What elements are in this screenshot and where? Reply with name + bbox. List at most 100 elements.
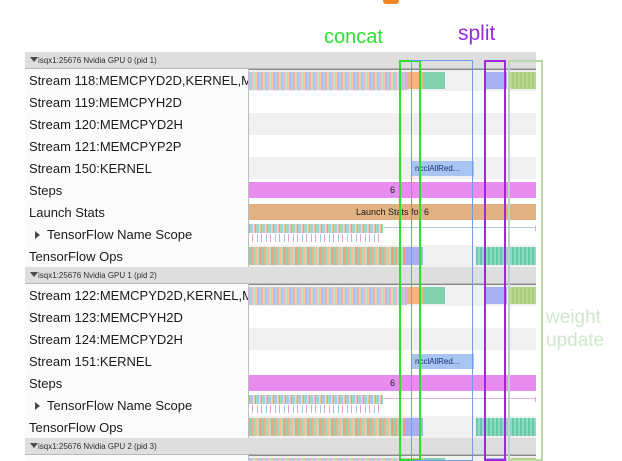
- annotation-label-weight-update: weight update: [546, 306, 604, 352]
- panel-divider: [248, 91, 249, 113]
- track-label: TensorFlow Ops: [25, 245, 248, 267]
- track-row[interactable]: Stream 150:KERNEL ncclAllRed...: [25, 157, 536, 179]
- steps-bar[interactable]: [249, 182, 536, 198]
- name-scope-subblocks[interactable]: [249, 405, 383, 413]
- steps-bar-label: 6: [389, 185, 395, 195]
- ops-block-split[interactable]: [405, 247, 423, 265]
- chevron-down-icon[interactable]: [30, 443, 38, 448]
- track-row[interactable]: Stream 151:KERNEL ncclAllRed...: [25, 350, 536, 372]
- name-scope-blocks[interactable]: [249, 395, 383, 404]
- launch-stats-bar-label: Launch Stats for 6: [355, 207, 430, 217]
- track-label: Steps: [25, 372, 248, 394]
- track-row[interactable]: Stream 123:MEMCPYH2D: [25, 306, 536, 328]
- ops-block-split[interactable]: [405, 418, 423, 436]
- track-row[interactable]: TensorFlow Ops: [25, 245, 536, 267]
- track-lane[interactable]: [249, 416, 536, 438]
- track-label: Stream 122:MEMCPYD2D,KERNEL,MI: [25, 284, 248, 306]
- chevron-right-icon[interactable]: [35, 402, 40, 410]
- track-row[interactable]: Stream 124:MEMCPYD2H: [25, 328, 536, 350]
- track-lane[interactable]: Launch Stats for 6: [249, 201, 536, 223]
- name-scope-blocks[interactable]: [249, 224, 383, 233]
- track-lane[interactable]: ncclAllRed...: [249, 350, 536, 372]
- timeline-block-weight-update[interactable]: [508, 287, 536, 304]
- track-lane[interactable]: ncclAllRed...: [249, 157, 536, 179]
- panel-divider: [248, 416, 249, 438]
- track-lane[interactable]: [249, 91, 536, 113]
- timeline-block-split[interactable]: [485, 72, 507, 89]
- panel-divider: [248, 328, 249, 350]
- track-lane[interactable]: 6: [249, 179, 536, 201]
- panel-divider: [248, 245, 249, 267]
- timeline-block[interactable]: [407, 287, 423, 304]
- track-lane[interactable]: [249, 284, 536, 306]
- timeline-blocks[interactable]: [249, 458, 407, 461]
- ops-blocks[interactable]: [249, 247, 405, 265]
- panel-divider: [248, 394, 249, 416]
- track-label: Stream 120:MEMCPYD2H: [25, 113, 248, 135]
- track-label-name-scope[interactable]: TensorFlow Name Scope: [25, 223, 248, 245]
- timeline-block[interactable]: [407, 72, 423, 89]
- track-lane[interactable]: [249, 306, 536, 328]
- track-lane[interactable]: [249, 394, 536, 416]
- chevron-down-icon[interactable]: [30, 57, 38, 62]
- chevron-down-icon[interactable]: [30, 272, 38, 277]
- track-lane[interactable]: [249, 455, 536, 461]
- track-row[interactable]: Steps 6: [25, 179, 536, 201]
- group-header-label: isqx1:25676 Nvidia GPU 1 (pid 2): [38, 270, 157, 280]
- track-row[interactable]: TensorFlow Name Scope: [25, 223, 536, 245]
- track-label-name-scope[interactable]: TensorFlow Name Scope: [25, 394, 248, 416]
- track-row[interactable]: Steps 6: [25, 372, 536, 394]
- nccl-allreduce-block[interactable]: ncclAllRed...: [412, 161, 474, 176]
- track-lane[interactable]: [249, 223, 536, 245]
- track-label: Stream 124:MEMCPYD2H: [25, 328, 248, 350]
- ops-block-weight-update[interactable]: [476, 418, 536, 436]
- trace-viewer-panel[interactable]: isqx1:25676 Nvidia GPU 0 (pid 1) Stream …: [25, 52, 536, 461]
- steps-bar[interactable]: [249, 375, 536, 391]
- name-scope-thin-span[interactable]: [383, 398, 535, 399]
- track-label: Stream 151:KERNEL: [25, 350, 248, 372]
- track-row[interactable]: Stream 118:MEMCPYD2D,KERNEL,ME: [25, 69, 536, 91]
- track-label: Stream 118:MEMCPYD2D,KERNEL,ME: [25, 69, 248, 91]
- name-scope-thin-span[interactable]: [383, 227, 535, 228]
- track-label: Stream 126:MEMCPYD2D,KERNEL,MI: [25, 455, 248, 461]
- group-header-gpu2[interactable]: isqx1:25676 Nvidia GPU 2 (pid 3): [25, 438, 536, 455]
- name-scope-tail-blocks[interactable]: [535, 226, 536, 231]
- timeline-block-split[interactable]: [485, 287, 507, 304]
- track-row[interactable]: TensorFlow Name Scope: [25, 394, 536, 416]
- annotation-label-split: split: [458, 22, 496, 45]
- track-lane[interactable]: [249, 245, 536, 267]
- track-lane[interactable]: [249, 69, 536, 91]
- panel-divider: [248, 135, 249, 157]
- panel-divider: [248, 201, 249, 223]
- group-header-gpu0[interactable]: isqx1:25676 Nvidia GPU 0 (pid 1): [25, 52, 536, 69]
- timeline-block-concat[interactable]: [423, 458, 445, 461]
- track-row[interactable]: Stream 122:MEMCPYD2D,KERNEL,MI: [25, 284, 536, 306]
- track-lane[interactable]: 6: [249, 372, 536, 394]
- track-row[interactable]: TensorFlow Ops: [25, 416, 536, 438]
- track-row[interactable]: Stream 120:MEMCPYD2H: [25, 113, 536, 135]
- track-lane[interactable]: [249, 113, 536, 135]
- ops-blocks[interactable]: [249, 418, 405, 436]
- track-label: Stream 119:MEMCPYH2D: [25, 91, 248, 113]
- track-row[interactable]: Stream 126:MEMCPYD2D,KERNEL,MI: [25, 455, 536, 461]
- timeline-block-concat[interactable]: [423, 72, 445, 89]
- timeline-block-weight-update[interactable]: [508, 72, 536, 89]
- timeline-blocks[interactable]: [249, 287, 407, 305]
- track-lane[interactable]: [249, 328, 536, 350]
- name-scope-subblocks[interactable]: [249, 234, 383, 242]
- track-row[interactable]: Stream 121:MEMCPYP2P: [25, 135, 536, 157]
- track-lane[interactable]: [249, 135, 536, 157]
- launch-stats-bar[interactable]: [249, 204, 536, 220]
- chevron-right-icon[interactable]: [35, 231, 40, 239]
- timeline-block-concat[interactable]: [423, 287, 445, 304]
- track-row[interactable]: Launch Stats Launch Stats for 6: [25, 201, 536, 223]
- name-scope-tail-blocks[interactable]: [535, 397, 536, 402]
- track-row[interactable]: Stream 119:MEMCPYH2D: [25, 91, 536, 113]
- timeline-blocks[interactable]: [249, 72, 407, 90]
- ops-block-weight-update[interactable]: [476, 247, 536, 265]
- annotation-weight-line2: update: [546, 330, 605, 351]
- panel-divider: [248, 223, 249, 245]
- annotation-weight-line1: weight: [546, 307, 601, 328]
- nccl-allreduce-block[interactable]: ncclAllRed...: [412, 354, 474, 369]
- group-header-gpu1[interactable]: isqx1:25676 Nvidia GPU 1 (pid 2): [25, 267, 536, 284]
